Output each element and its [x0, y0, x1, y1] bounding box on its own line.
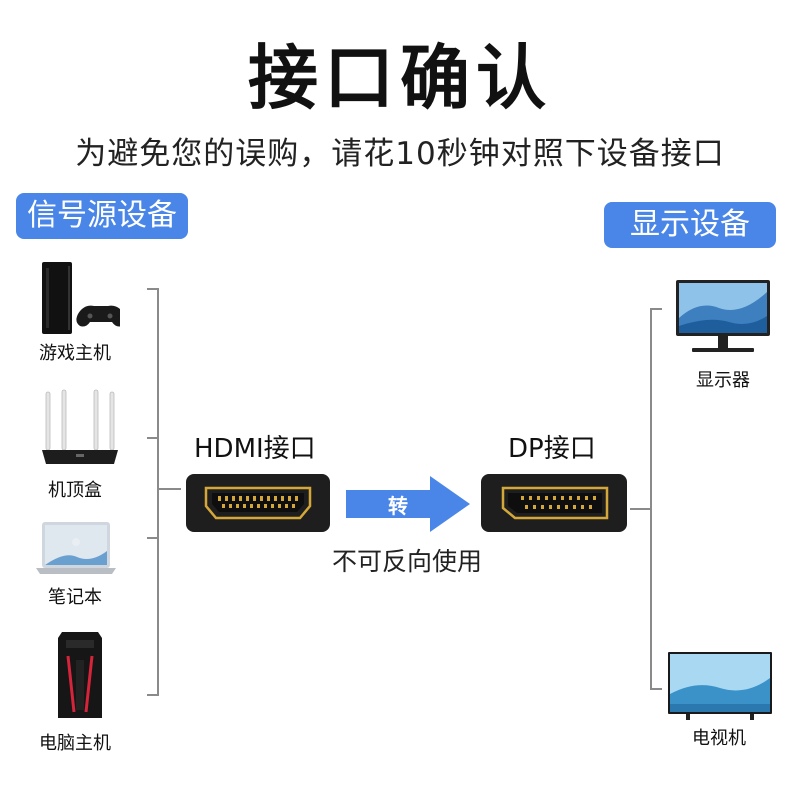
right-arrow-icon — [344, 474, 472, 534]
display-bracket — [650, 308, 662, 690]
source-devices-header: 信号源设备 — [16, 193, 188, 239]
source-device-label: 机顶盒 — [48, 480, 102, 501]
display-device-label: 显示器 — [696, 370, 750, 391]
display-device-label: 电视机 — [692, 728, 746, 749]
source-bracket-tick — [147, 537, 157, 539]
hdmi-port-label: HDMI接口 — [194, 434, 316, 464]
page-subtitle: 为避免您的误购，请花10秒钟对照下设备接口 — [75, 136, 725, 172]
direction-note: 不可反向使用 — [332, 547, 483, 576]
page-title: 接口确认 — [248, 37, 552, 119]
dp-port-icon — [481, 474, 627, 532]
game-console-icon — [40, 258, 126, 338]
laptop-icon — [34, 520, 118, 578]
hdmi-port-icon — [186, 474, 330, 532]
source-device-label: 游戏主机 — [39, 343, 111, 364]
dp-port-label: DP接口 — [508, 434, 596, 464]
pc-tower-icon — [56, 630, 106, 722]
source-device-label: 电脑主机 — [39, 733, 111, 754]
display-devices-header: 显示设备 — [604, 202, 776, 248]
source-device-label: 笔记本 — [48, 587, 102, 608]
source-connector-line — [157, 488, 181, 490]
display-connector-line — [630, 508, 652, 510]
tv-icon — [666, 650, 774, 722]
monitor-icon — [674, 278, 772, 356]
arrow-label: 转 — [388, 494, 408, 518]
source-bracket — [147, 288, 159, 696]
source-bracket-tick — [147, 437, 157, 439]
router-icon — [38, 388, 122, 470]
